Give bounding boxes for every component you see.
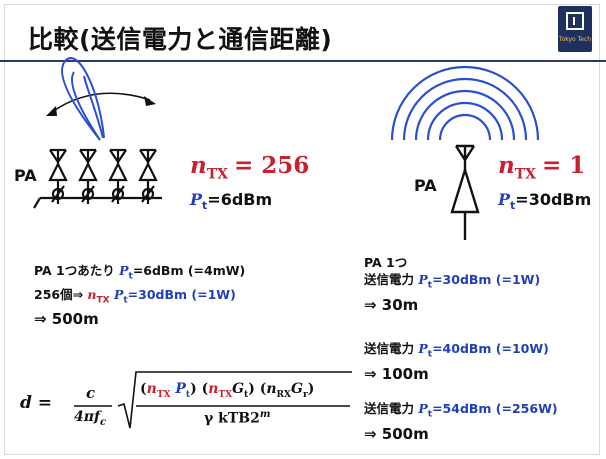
left-ntx-formula: nTX = 256 [190, 152, 309, 183]
right-ntx-value: = 1 [542, 152, 586, 179]
left-text-block: PA 1つあたり Pt=6dBm (=4mW) 256個⇒ nTX Pt=30d… [34, 262, 245, 329]
right-block-2-power: 送信電力 Pt=40dBm (=10W) [364, 340, 549, 364]
right-block-3-distance: ⇒ 500m [364, 424, 429, 443]
left-line-2-pt: P [113, 286, 124, 302]
equation-four-pi-f: 4πf [74, 409, 101, 425]
left-ntx-value: = 256 [234, 152, 310, 179]
right-block-3-label: 送信電力 [364, 401, 419, 416]
equation-num-gr: G [291, 381, 303, 397]
right-pt-symbol: P [498, 190, 511, 209]
left-line-2-prefix: 256個⇒ [34, 286, 88, 302]
equation-num-ntx-2-sub: TX [218, 389, 233, 400]
left-line-1-suffix: =6dBm (=4mW) [132, 263, 246, 278]
right-block-1-power: 送信電力 Pt=30dBm (=1W) [364, 271, 540, 295]
logo-mark-icon [566, 12, 584, 30]
equation-den-exp: m [259, 409, 271, 420]
right-block-2-sub: t [427, 349, 433, 360]
right-pt-value: =30dBm [515, 190, 592, 209]
equation-lhs: d = [20, 393, 53, 413]
equation-num-ntx-2: n [208, 381, 219, 397]
right-block-3-value: =54dBm (=256W) [432, 401, 558, 416]
equation-denominator-right: γ kTB2m [204, 409, 270, 427]
left-pa-label: PA [14, 166, 37, 185]
equation-f-sub: c [100, 416, 107, 428]
left-line-1-symbol: P [119, 263, 129, 278]
slide-title: 比較(送信電力と通信距離) [28, 25, 333, 54]
right-block-2-value: =40dBm (=10W) [432, 341, 549, 356]
equation-num-gr-sub: r [302, 389, 308, 400]
left-line-2: 256個⇒ nTX Pt=30dBm (=1W) [34, 286, 245, 310]
right-block-1-symbol: P [418, 272, 428, 287]
left-line-1-sub: t [128, 271, 133, 282]
right-block-2-label: 送信電力 [364, 341, 419, 356]
right-ntx-symbol: n [498, 152, 515, 179]
left-pt-symbol: P [190, 190, 203, 209]
left-line-2-ntx-sub: TX [96, 295, 110, 305]
left-pt-value: =6dBm [207, 190, 273, 209]
right-pt-formula: Pt=30dBm [498, 190, 591, 212]
equation-c: c [86, 384, 96, 402]
right-pt-sub: t [510, 199, 516, 213]
equation-num-ntx-sub: TX [156, 389, 171, 400]
directional-beam-icon [61, 57, 105, 141]
left-line-1: PA 1つあたり Pt=6dBm (=4mW) [34, 262, 245, 286]
right-pa-label: PA [414, 176, 437, 195]
right-block-1-label: 送信電力 [364, 272, 419, 287]
left-line-1-prefix: PA 1つあたり [34, 263, 120, 278]
right-block-2: 送信電力 Pt=40dBm (=10W) ⇒ 100m [364, 340, 549, 384]
equation-denominator-left: 4πfc [74, 409, 106, 428]
right-block-1-sub: t [427, 280, 433, 291]
right-block-2-symbol: P [418, 341, 428, 356]
equation-num-gt-sub: t [244, 389, 249, 400]
equation-num-nrx: n [266, 381, 277, 397]
left-line-2-ntx: n [87, 286, 97, 302]
right-block-3: 送信電力 Pt=54dBm (=256W) ⇒ 500m [364, 400, 558, 444]
right-ntx-sub: TX [514, 166, 537, 183]
left-line-2-suffix: =30dBm (=1W) [127, 286, 236, 302]
logo-text: Tokyo Tech [558, 36, 592, 43]
left-line-3: ⇒ 500m [34, 310, 99, 328]
right-block-1: PA 1つ 送信電力 Pt=30dBm (=1W) ⇒ 30m [364, 254, 540, 315]
right-block-1-header: PA 1つ [364, 255, 408, 270]
right-antenna [450, 144, 480, 240]
right-ntx-formula: nTX = 1 [498, 152, 585, 183]
left-pt-sub: t [202, 199, 208, 213]
right-block-3-sub: t [427, 409, 433, 420]
omni-radiation-icon [390, 65, 540, 141]
right-block-3-symbol: P [418, 401, 428, 416]
university-logo: Tokyo Tech [558, 6, 592, 52]
equation-num-nrx-sub: RX [276, 389, 291, 400]
left-line-2-pt-sub: t [123, 295, 128, 305]
equation-num-ntx: n [146, 381, 157, 397]
slide-frame [4, 4, 600, 455]
right-block-1-distance: ⇒ 30m [364, 295, 419, 314]
title-bar: 比較(送信電力と通信距離) Tokyo Tech [0, 0, 606, 62]
equation-lines [74, 371, 352, 429]
left-antenna-array [33, 148, 162, 209]
right-block-1-value: =30dBm (=1W) [432, 272, 541, 287]
left-ntx-sub: TX [206, 166, 229, 183]
equation-num-gt: G [232, 381, 245, 397]
equation-num-pt-sub: t [185, 389, 191, 400]
right-block-3-power: 送信電力 Pt=54dBm (=256W) [364, 400, 558, 424]
left-pt-formula: Pt=6dBm [190, 190, 272, 212]
left-ntx-symbol: n [190, 152, 207, 179]
right-block-2-distance: ⇒ 100m [364, 364, 429, 383]
beam-steering-sweep-icon [46, 92, 156, 116]
equation-den: γ kTB2 [204, 410, 260, 427]
equation-numerator: (nTX Pt) (nTXGt) (nRXGr) [140, 381, 315, 400]
equation-num-pt: P [175, 381, 186, 397]
